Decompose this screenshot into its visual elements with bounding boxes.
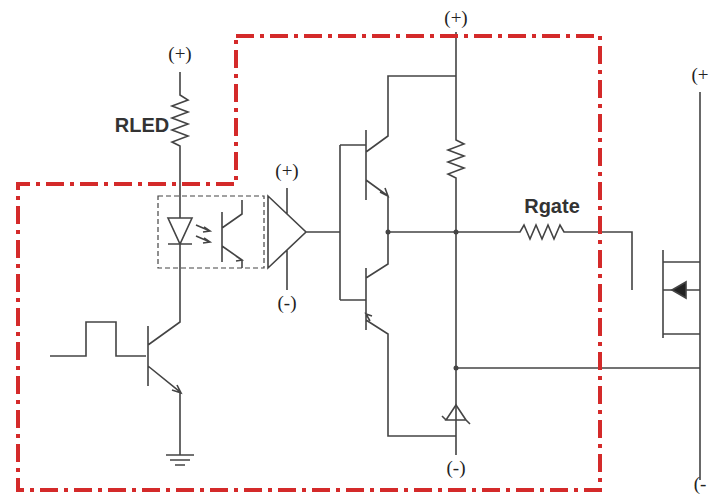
npn-transistor-symbol — [148, 290, 181, 455]
led-symbol — [168, 200, 192, 290]
body-diode-arrow — [672, 282, 686, 298]
supply-label: (+) — [168, 44, 191, 63]
resistor-name: RLED — [115, 115, 169, 135]
zener-diode-symbol — [442, 405, 470, 424]
amplifier-symbol — [268, 188, 340, 290]
supply-label: (- — [694, 474, 707, 493]
supply-label: (+) — [444, 8, 467, 27]
supply-label: (-) — [447, 458, 466, 477]
supply-label: (+) — [275, 161, 298, 180]
source-wire — [456, 367, 700, 369]
mosfet-symbol — [663, 92, 700, 480]
ground-symbol — [166, 455, 194, 465]
npn-transistor-symbol — [366, 76, 456, 232]
resistor-symbol — [448, 32, 464, 455]
phototransistor-symbol — [222, 200, 242, 268]
region-outline — [18, 36, 600, 490]
supply-label: (+ — [691, 65, 708, 84]
input-pulse — [50, 322, 146, 356]
gate-resistor-symbol — [388, 225, 632, 290]
base-wire — [340, 145, 366, 300]
pnp-transistor-symbol — [366, 232, 456, 436]
supply-label: (-) — [278, 293, 297, 312]
resistor-name: Rgate — [524, 196, 580, 216]
light-arrows — [196, 225, 210, 243]
resistor-symbol — [172, 72, 188, 200]
